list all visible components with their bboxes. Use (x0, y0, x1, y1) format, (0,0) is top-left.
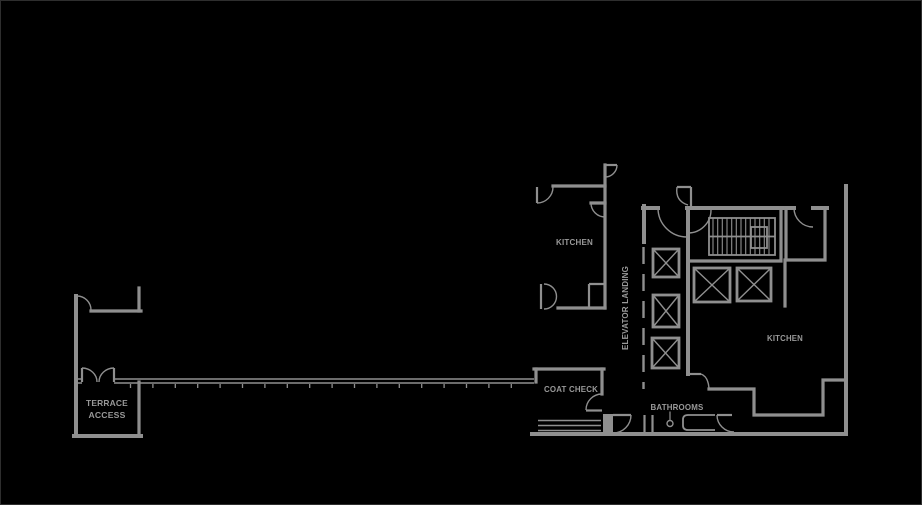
room-kitchen-right: KITCHEN (707, 333, 848, 417)
service-room (784, 206, 827, 262)
elevator-cab-2 (651, 293, 681, 329)
kitchen-closet (587, 282, 605, 308)
elevator-shaft-symbol-1 (651, 247, 681, 279)
elevator-x-icon (736, 267, 772, 302)
elevator-x-icon (652, 294, 680, 328)
kitchen-right-south-walls (707, 378, 848, 417)
building-perimeter (530, 184, 848, 436)
bathroom-counter (682, 414, 715, 431)
elevator-cab-5 (735, 266, 773, 303)
west-door-swing-icon (76, 295, 92, 311)
coat-check-counter (538, 419, 601, 432)
elevator-x-icon (652, 248, 680, 278)
kitchen-west-door-swing-icon (536, 186, 554, 204)
stair-landing-platform (750, 226, 768, 249)
terrace-double-door (80, 367, 116, 383)
elevator-shaft-symbol-3 (650, 336, 681, 370)
elevator-x-icon (651, 337, 680, 369)
elevator-core: ELEVATOR LANDING (620, 185, 829, 389)
elevator-cab-4 (692, 266, 732, 304)
double-door-leaves (80, 368, 116, 382)
wall-pier (603, 414, 613, 432)
stair-door-swing-icon (687, 209, 712, 234)
corridor-entry-door-swing-icon (612, 414, 632, 434)
service-room-door-swing-icon (793, 207, 814, 228)
bathroom-door-jambs (643, 415, 654, 432)
terrace-access-label-line1: TERRACE (86, 398, 128, 408)
kitchen-right-label: KITCHEN (767, 333, 803, 343)
kitchen-service-door-swing-icon (543, 283, 558, 310)
kitchen-interior-door-swing-icon (590, 202, 606, 218)
label-leader-dot-icon (666, 419, 674, 428)
service-room-walls (784, 206, 827, 262)
window-mullion-ticks (129, 384, 512, 388)
landing-south-door-swing-icon (700, 373, 710, 389)
bathrooms-label: BATHROOMS (651, 402, 704, 412)
staircase-symbol (686, 206, 783, 263)
kitchen-top-label: KITCHEN (556, 237, 593, 247)
elevator-x-icon (693, 267, 731, 303)
elevator-shaft-symbol-5 (735, 266, 773, 303)
double-door-swing-icon (81, 367, 115, 383)
coat-check-label: COAT CHECK (544, 384, 599, 394)
landing-entry-door-swing-icon (657, 207, 688, 238)
main-hall (74, 286, 534, 438)
coat-check-door-swing-icon (585, 393, 603, 411)
core-north-door-swing-icon (676, 186, 689, 206)
terrace-access-label-line2: ACCESS (89, 410, 126, 420)
room-terrace-access: TERRACE ACCESS (72, 380, 143, 438)
bathrooms-area: BATHROOMS (603, 402, 735, 434)
room-kitchen-top: KITCHEN (535, 163, 618, 310)
room-coat-check: COAT CHECK (532, 367, 606, 432)
elevator-cab-3 (650, 336, 681, 370)
core-north-door-leaf (677, 185, 693, 207)
elevator-landing-label: ELEVATOR LANDING (620, 266, 630, 350)
kitchen-north-door-swing-icon (604, 164, 618, 178)
elevator-shaft-symbol-2 (651, 293, 681, 329)
elevator-shaft-symbol-4 (692, 266, 732, 304)
stair-enclosure-walls (686, 206, 783, 263)
elevator-cab-1 (651, 247, 681, 279)
bathroom-door-swing-icon (716, 414, 735, 433)
